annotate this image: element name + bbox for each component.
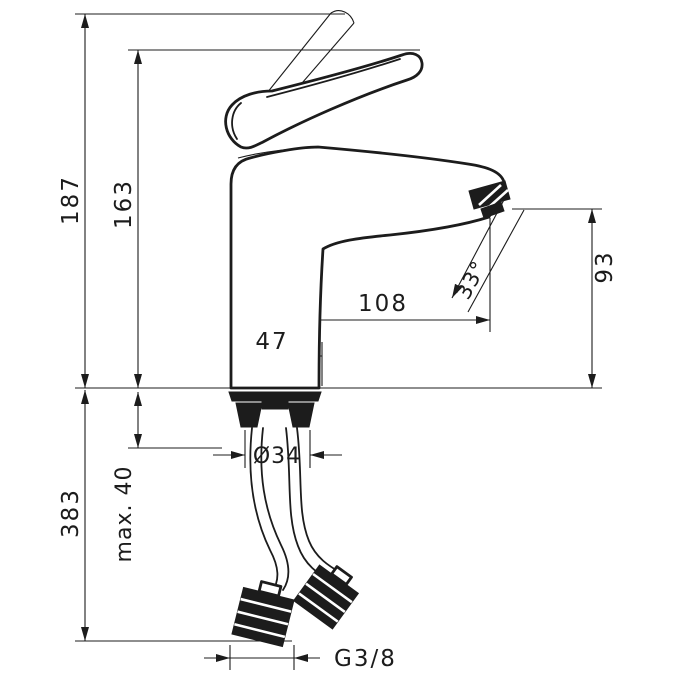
faucet-handle (224, 52, 424, 150)
hose-connector-left (231, 580, 295, 648)
hose-left-outer (249, 427, 279, 593)
aerator-lip (480, 201, 505, 219)
outlet-height-label: 93 (592, 250, 618, 283)
faucet-body (229, 145, 506, 390)
base-washer (228, 391, 322, 402)
connection-thread-label: G3/8 (334, 646, 397, 672)
dimension-labels: 187 163 383 max. 40 93 108 47 Ø34 G3/8 3… (58, 175, 618, 672)
overall-height-label: 187 (58, 175, 84, 225)
connector-right-flat-3 (298, 592, 339, 623)
hole-diameter-label: Ø34 (253, 444, 301, 469)
connector-left-flat-3 (234, 623, 286, 639)
phantom-line-1 (258, 12, 332, 104)
mounting-nut-right (287, 402, 315, 428)
connector-right-flat-2 (305, 582, 346, 613)
hose-right-inner (296, 427, 342, 574)
aerator-stripe-2 (488, 189, 509, 208)
mounting-nut-left (235, 402, 263, 428)
connector-left-flat-2 (237, 610, 289, 626)
mounting-hardware (228, 391, 322, 428)
handle-inner-arc (231, 102, 242, 140)
aerator (468, 180, 511, 219)
jet-angle-line-2 (467, 209, 525, 313)
dimension-lines (81, 14, 596, 662)
faucet-artwork (224, 10, 511, 648)
phantom-tip-arc (330, 10, 355, 24)
below-deck-label: 383 (58, 488, 84, 538)
handle-inner-line (266, 58, 401, 98)
body-seam-line (237, 147, 319, 159)
lever-height-label: 163 (111, 179, 137, 229)
hose-left-inner (260, 427, 290, 591)
max-thickness-label: max. 40 (112, 466, 137, 563)
hose-connector-right (292, 564, 360, 630)
connector-left-flat-1 (240, 597, 292, 613)
shank-top (261, 401, 289, 410)
body-width-label: 47 (255, 329, 288, 355)
spout-reach-label: 108 (358, 291, 408, 317)
connector-right-flat-1 (312, 572, 353, 604)
aerator-stripe-1 (478, 184, 502, 206)
